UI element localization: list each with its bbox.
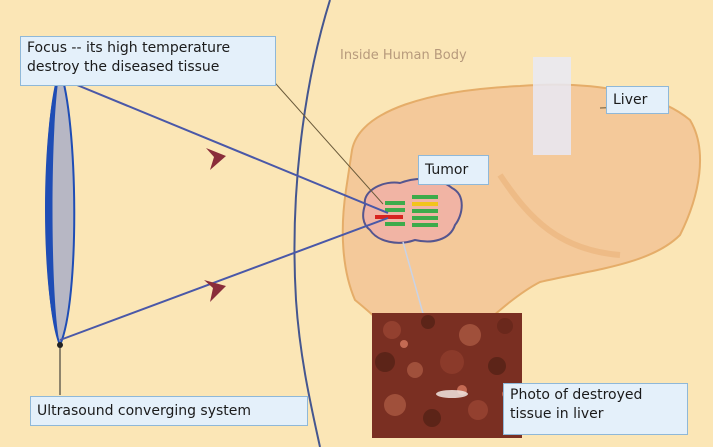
- inside-body-label: Inside Human Body: [340, 48, 467, 63]
- focus-callout-line-1: Focus -- its high temperature: [27, 39, 269, 58]
- destroyed-tissue-photo: [372, 313, 522, 438]
- photo-callout-line-1: Photo of destroyed: [510, 386, 681, 405]
- photo-callout: Photo of destroyed tissue in liver: [503, 383, 688, 435]
- focus-callout-line-2: destroy the diseased tissue: [27, 58, 269, 77]
- tumor-label: Tumor: [418, 155, 489, 185]
- lens-anchor-dot: [57, 342, 63, 348]
- photo-callout-line-2: tissue in liver: [510, 405, 681, 424]
- liver-vessel-highlight: [533, 57, 571, 155]
- ultrasound-label: Ultrasound converging system: [30, 396, 308, 426]
- liver-label: Liver: [606, 86, 669, 114]
- focus-callout: Focus -- its high temperature destroy th…: [20, 36, 276, 86]
